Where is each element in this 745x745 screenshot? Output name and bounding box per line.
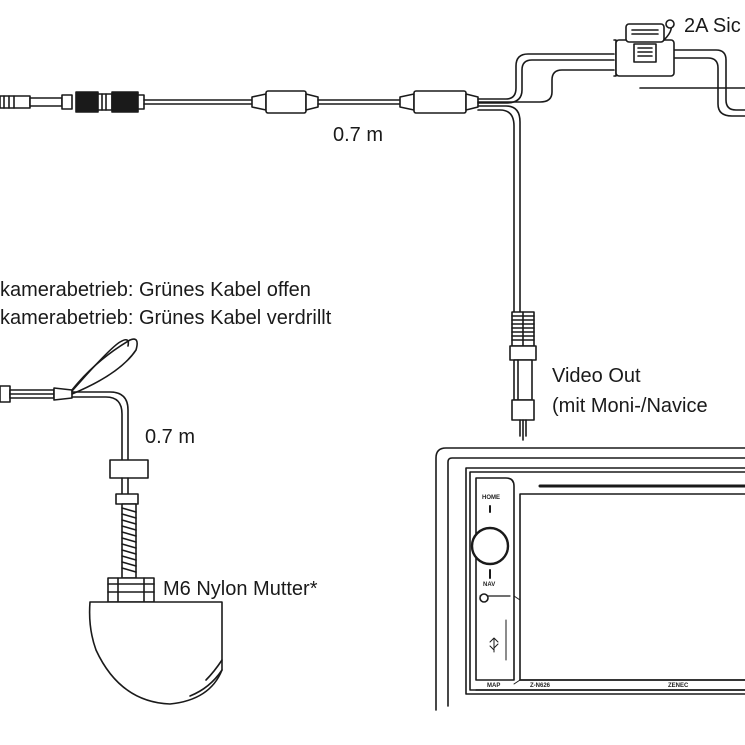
main-cable bbox=[143, 90, 479, 114]
nylon-nut bbox=[107, 577, 155, 603]
video-cable bbox=[477, 105, 521, 313]
map-label: MAP bbox=[487, 683, 500, 689]
left-plug-connector bbox=[0, 94, 73, 110]
power-branch bbox=[477, 39, 745, 117]
rca-video-plug bbox=[509, 311, 537, 441]
inline-coupler bbox=[75, 91, 145, 113]
cable-sleeve bbox=[109, 459, 149, 505]
camera-housing bbox=[88, 601, 223, 705]
nav-label: NAV bbox=[483, 582, 495, 588]
home-label: HOME bbox=[482, 495, 500, 501]
video-out-label: Video Out bbox=[552, 365, 641, 387]
video-out-note-label: (mit Moni-/Navice bbox=[552, 395, 708, 417]
status-led bbox=[479, 593, 489, 603]
cable-length-top-label: 0.7 m bbox=[333, 124, 384, 146]
fuse-holder bbox=[615, 19, 675, 77]
nut-label: M6 Nylon Mutter* bbox=[163, 578, 318, 600]
threaded-stud bbox=[121, 503, 137, 579]
head-unit bbox=[435, 447, 745, 711]
fuse-label: 2A Sic bbox=[684, 15, 741, 37]
volume-knob bbox=[470, 526, 510, 566]
cable-length-camera-label: 0.7 m bbox=[145, 426, 196, 448]
camera-cable bbox=[71, 338, 138, 461]
usb-icon bbox=[489, 637, 499, 653]
mode-open-label: kamerabetrieb: Grünes Kabel offen bbox=[0, 279, 311, 301]
head-unit-markings: HOME NAV MAP Z-N626 ZENEC bbox=[482, 495, 689, 689]
model-label: Z-N626 bbox=[530, 683, 551, 689]
mode-twisted-label: kamerabetrieb: Grünes Kabel verdrillt bbox=[0, 307, 332, 329]
brand-logo: ZENEC bbox=[668, 683, 689, 689]
camera-plug bbox=[0, 385, 73, 403]
